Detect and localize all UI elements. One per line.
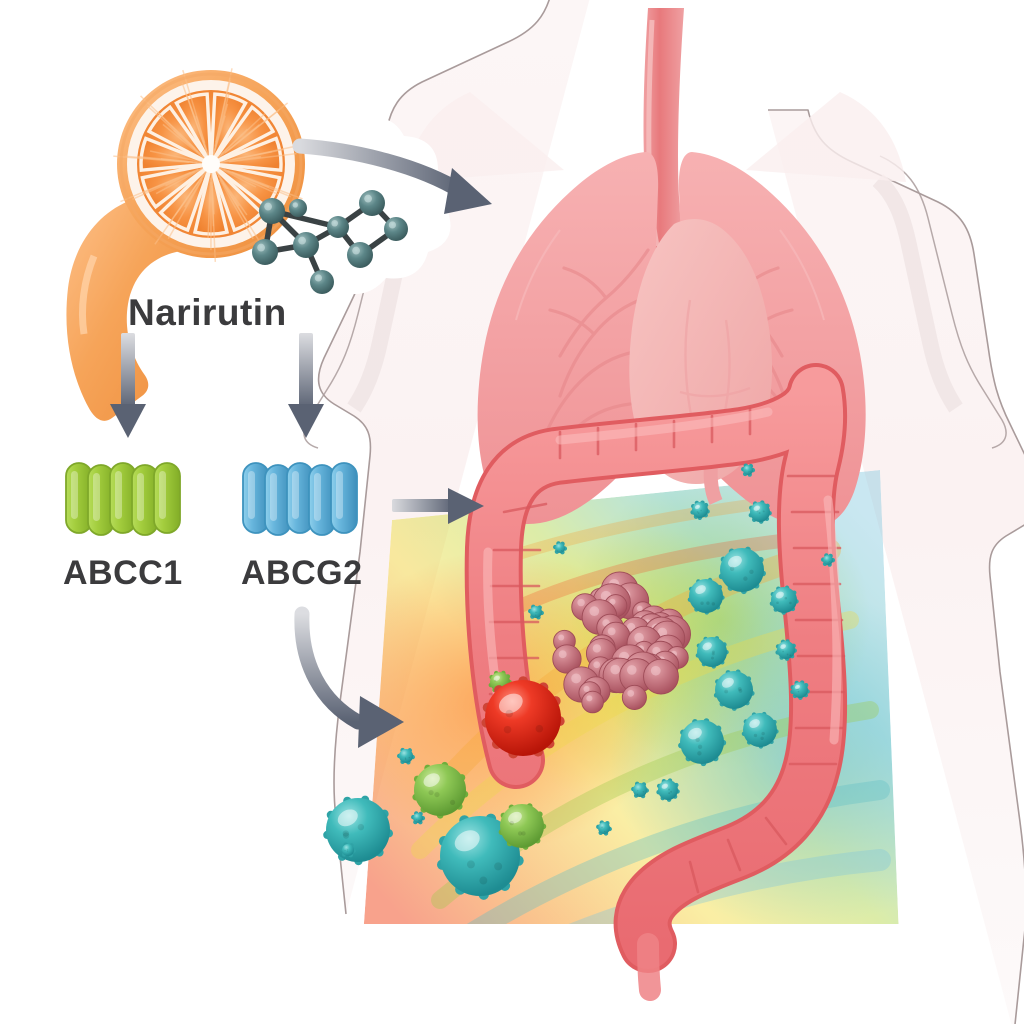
orange-slice-icon	[113, 68, 308, 262]
tumor-cluster-icon	[552, 571, 691, 714]
right-arrow-icon-to-colon	[392, 488, 484, 524]
curved-arrow-icon-orange-to-body	[292, 138, 492, 214]
human-torso-icon	[303, 0, 1024, 1024]
large-intestine-icon	[464, 363, 848, 1001]
transporter-label-abcc1: ABCC1	[63, 554, 183, 592]
cell-layer	[323, 463, 836, 900]
membrane-transporter-icon-abcg2	[242, 462, 358, 536]
down-arrow-icon-to-abcc1	[110, 333, 146, 438]
molecule-structure-icon	[252, 190, 408, 294]
membrane-transporter-icon-abcc1	[65, 462, 181, 536]
transporter-label-abcg2: ABCG2	[241, 554, 363, 592]
curved-arrow-icon-to-cells	[294, 606, 404, 748]
down-arrow-icon-to-abcg2	[288, 333, 324, 438]
compound-name-label: Narirutin	[128, 292, 287, 333]
